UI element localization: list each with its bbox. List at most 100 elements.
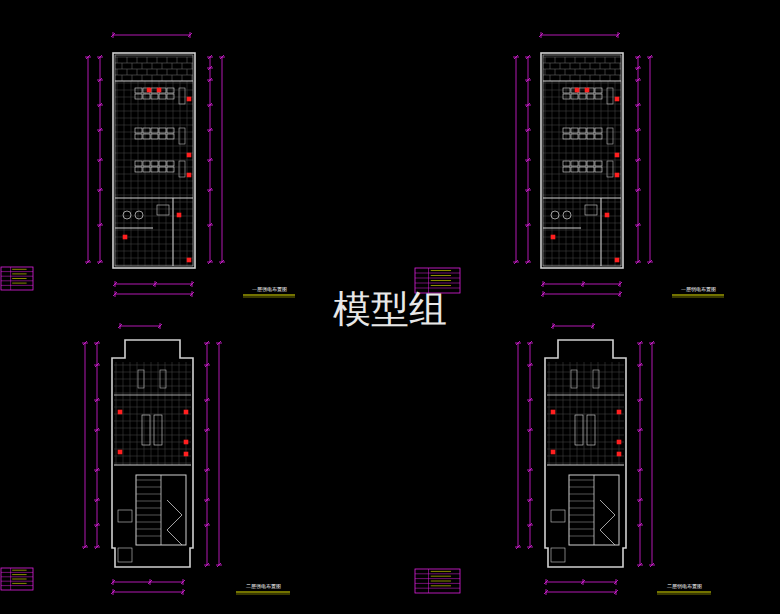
drawing-line	[114, 400, 191, 401]
drawing-rect	[135, 161, 142, 166]
drawing-rect	[571, 370, 577, 388]
drawing-rect	[575, 88, 579, 92]
drawing-line	[115, 111, 193, 112]
drawing-line	[205, 498, 209, 502]
drawing-line	[550, 75, 551, 81]
drawing-line	[83, 341, 87, 345]
drawing-line	[547, 456, 624, 457]
drawing-line	[600, 63, 601, 69]
drawing-rect	[575, 415, 583, 445]
drawing-line	[528, 363, 532, 367]
drawing-line	[220, 260, 224, 264]
drawing-line	[526, 103, 530, 107]
drawing-line	[98, 78, 102, 82]
drawing-line	[544, 590, 548, 594]
drawing-rect	[615, 173, 619, 177]
drawing-line	[165, 362, 166, 465]
drawing-line	[205, 398, 209, 402]
drawing-line	[114, 428, 191, 429]
drawing-line	[569, 480, 594, 481]
drawing-line	[516, 545, 520, 549]
drawing-line	[570, 75, 571, 81]
drawing-line	[98, 128, 102, 132]
drawing-line	[187, 57, 188, 63]
drawing-line	[616, 33, 620, 37]
drawing-line	[612, 362, 613, 465]
drawing-line	[543, 230, 621, 231]
drawing-line	[549, 362, 550, 465]
drawing-rect	[587, 415, 595, 445]
drawing-line	[113, 292, 117, 296]
drawing-rect	[154, 415, 162, 445]
drawing-line	[222, 57, 223, 262]
drawing-line	[173, 198, 174, 266]
drawing-title: 一层弱电布置图	[681, 286, 716, 292]
drawing-line	[543, 160, 621, 161]
drawing-line	[550, 63, 551, 69]
drawing-line	[614, 580, 618, 584]
drawing-line	[114, 465, 191, 466]
drawing-line	[167, 57, 168, 63]
drawing-line	[569, 515, 594, 516]
drawing-line	[162, 75, 163, 81]
drawing-line	[543, 63, 621, 64]
drawing-line	[636, 78, 640, 82]
drawing-line	[182, 63, 183, 69]
drawing-line	[528, 545, 532, 549]
drawing-line	[575, 57, 576, 63]
drawing-line	[547, 407, 624, 408]
drawing-line	[148, 580, 152, 584]
drawing-line	[516, 341, 520, 345]
drawing-line	[652, 343, 653, 565]
drawing-line	[569, 536, 594, 537]
drawing-line	[205, 341, 209, 345]
drawing-line	[115, 153, 193, 154]
drawing-line	[615, 69, 616, 75]
drawing-line	[177, 69, 178, 75]
drawing-rect	[569, 475, 619, 545]
drawing-rect	[135, 94, 142, 99]
drawing-rect	[136, 475, 186, 545]
drawing-line	[114, 393, 191, 394]
drawing-line	[581, 282, 585, 286]
drawing-line	[137, 362, 138, 465]
drawing-line	[526, 188, 530, 192]
drawing-line	[431, 275, 451, 276]
drawing-line	[132, 63, 133, 69]
drawing-line	[543, 75, 621, 76]
drawing-rect	[187, 258, 191, 262]
drawing-line	[543, 198, 621, 199]
drawing-line	[431, 581, 451, 582]
drawing-line	[205, 563, 209, 567]
drawing-rect	[579, 128, 586, 133]
drawing-line	[581, 580, 585, 584]
drawing-line	[114, 442, 191, 443]
fixture	[123, 211, 131, 219]
drawing-rect	[151, 134, 158, 139]
drawing-line	[142, 75, 143, 81]
drawing-title: 二层强电布置图	[246, 583, 281, 589]
drawing-line	[431, 571, 451, 572]
drawing-line	[545, 57, 546, 63]
drawing-line	[208, 78, 212, 82]
drawing-line	[585, 69, 586, 75]
drawing-rect	[587, 128, 594, 133]
drawing-line	[528, 428, 532, 432]
drawing-line	[541, 292, 545, 296]
drawing-line	[620, 63, 621, 69]
drawing-rect	[143, 94, 150, 99]
drawing-line	[648, 260, 652, 264]
drawing-line	[560, 75, 561, 81]
drawing-line	[547, 393, 624, 394]
drawing-line	[136, 494, 161, 495]
drawing-line	[1, 285, 33, 286]
drawing-line	[115, 83, 193, 84]
drawing-rect	[571, 167, 578, 172]
drawing-line	[95, 523, 99, 527]
drawing-line	[208, 188, 212, 192]
drawing-line	[547, 442, 624, 443]
drawing-line	[118, 324, 122, 328]
drawing-line	[610, 63, 611, 69]
drawing-line	[127, 57, 128, 63]
drawing-rect	[595, 128, 602, 133]
